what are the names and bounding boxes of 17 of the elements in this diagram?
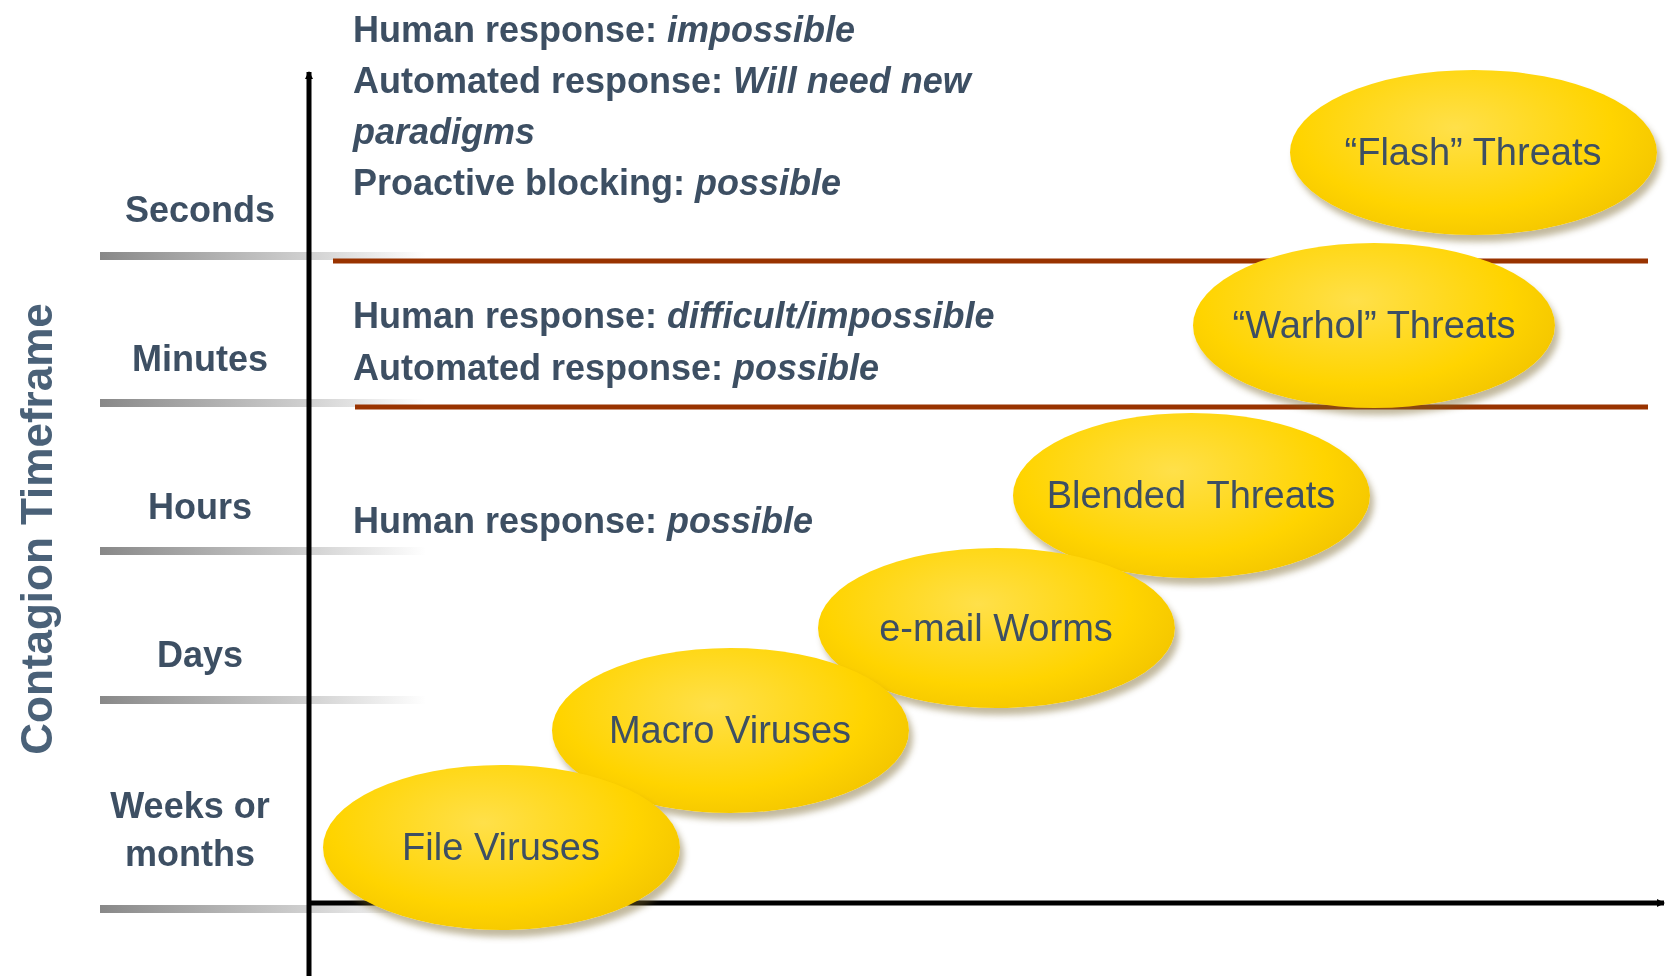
axis-title: Contagion Timeframe xyxy=(12,303,62,755)
tick-label: Days xyxy=(155,633,245,677)
response-text: Human response: possible xyxy=(353,499,814,543)
tick-label: Seconds xyxy=(123,188,276,232)
threat-label: Blended Threats xyxy=(1046,473,1336,517)
threat-label: Macro Viruses xyxy=(608,708,852,752)
threat-label: “Flash” Threats xyxy=(1344,130,1602,174)
tick-label: Weeks or months xyxy=(109,784,271,876)
response-text: Human response: difficult/impossible xyxy=(353,294,995,338)
threat-label: File Viruses xyxy=(402,825,600,869)
response-text: Automated response: possible xyxy=(353,346,880,390)
threat-label: e-mail Worms xyxy=(879,606,1113,650)
response-text: Human response: impossible xyxy=(353,8,856,52)
response-text: Proactive blocking: possible xyxy=(353,161,842,205)
tick-label: Minutes xyxy=(131,337,269,381)
threat-label: “Warhol” Threats xyxy=(1232,303,1516,347)
tick-label: Hours xyxy=(147,485,253,529)
